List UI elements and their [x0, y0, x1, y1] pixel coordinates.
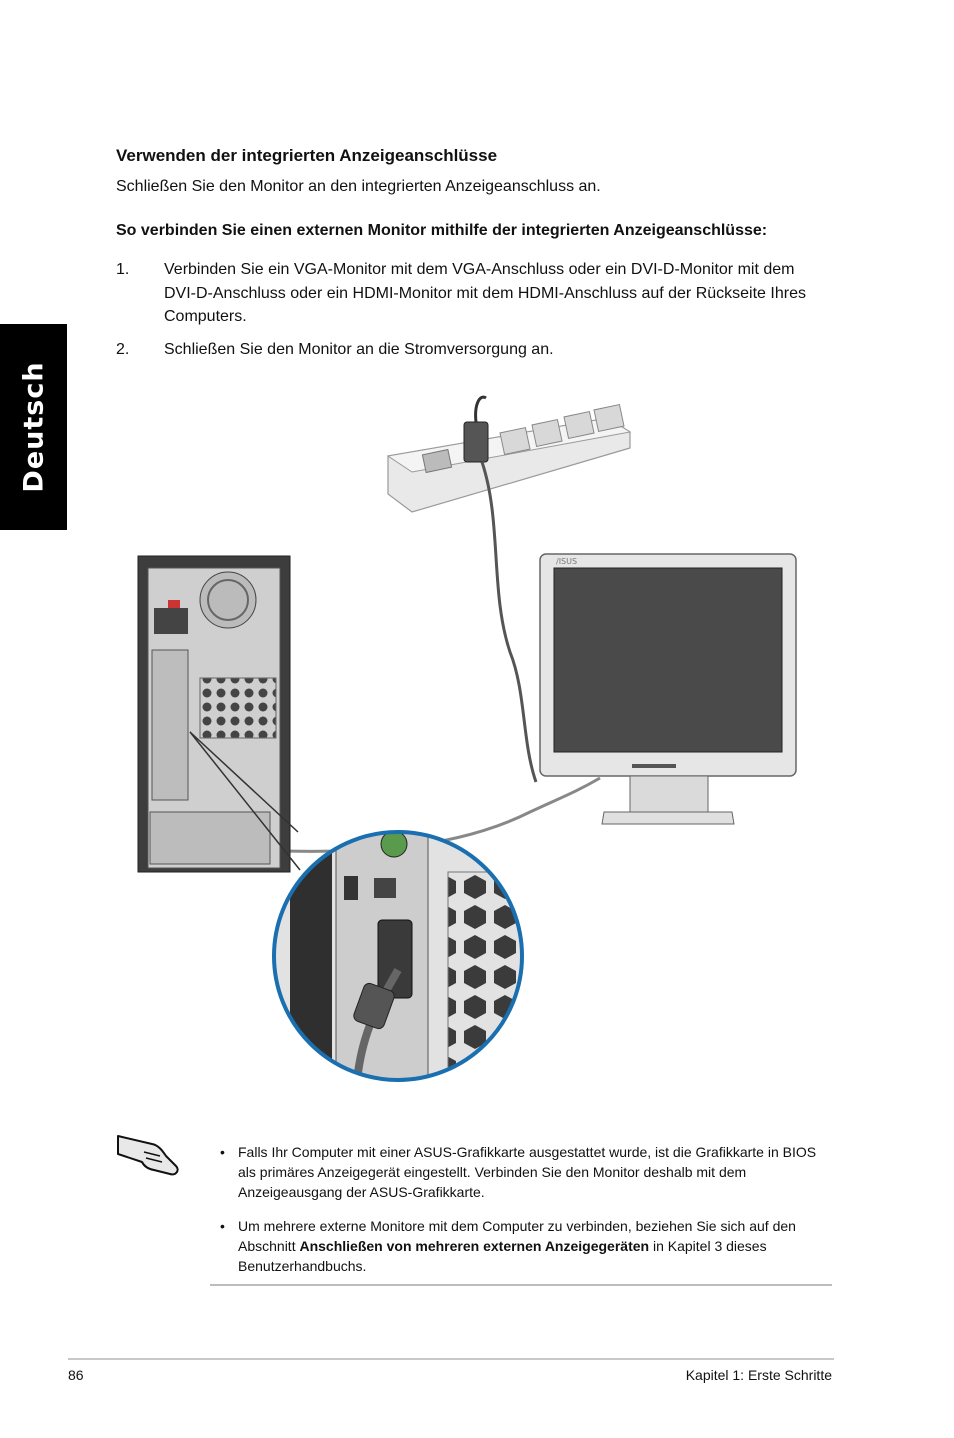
- pc-tower-rear-icon: [137, 555, 301, 873]
- step-number: 2.: [116, 341, 130, 358]
- section-intro: Schließen Sie den Monitor an den integri…: [116, 178, 601, 195]
- procedure-title: So verbinden Sie einen externen Monitor …: [116, 222, 768, 239]
- note-link-text: Anschließen von mehreren externen Anzeig…: [299, 1238, 650, 1254]
- monitor-connection-illustration: /ISUS: [137, 395, 797, 1082]
- bullet: •: [220, 1144, 225, 1160]
- language-side-tab: Deutsch: [0, 324, 67, 530]
- note-text-after: in Kapitel 3 dieses Benutzerhandbuchs.: [238, 1238, 767, 1274]
- monitor-logo: /ISUS: [556, 557, 577, 566]
- step-text: Verbinden Sie ein VGA-Monitor mit dem VG…: [164, 261, 806, 325]
- note-item-1: • Falls Ihr Computer mit einer ASUS-Graf…: [220, 1142, 834, 1202]
- power-strip-icon: [386, 395, 632, 513]
- chapter-title: Kapitel 1: Erste Schritte: [685, 1367, 832, 1383]
- footer-divider: [68, 1358, 834, 1360]
- page-number: 86: [68, 1367, 84, 1383]
- bullet: •: [220, 1218, 225, 1234]
- note-hand-icon: [117, 1135, 179, 1176]
- zoom-detail-icon: [272, 830, 524, 1082]
- step-number: 1.: [116, 261, 130, 278]
- step-text: Schließen Sie den Monitor an die Stromve…: [164, 341, 554, 358]
- note-text-before: Um mehrere externe Monitore mit dem Comp…: [238, 1218, 796, 1254]
- notes-divider: [210, 1284, 832, 1286]
- section-title: Verwenden der integrierten Anzeigeanschl…: [116, 146, 498, 165]
- monitor-icon: /ISUS: [539, 553, 797, 825]
- note-text: Falls Ihr Computer mit einer ASUS-Grafik…: [238, 1144, 817, 1200]
- notes-list: • Falls Ihr Computer mit einer ASUS-Graf…: [220, 1142, 834, 1290]
- language-label: Deutsch: [18, 361, 49, 493]
- note-item-2: • Um mehrere externe Monitore mit dem Co…: [220, 1216, 834, 1276]
